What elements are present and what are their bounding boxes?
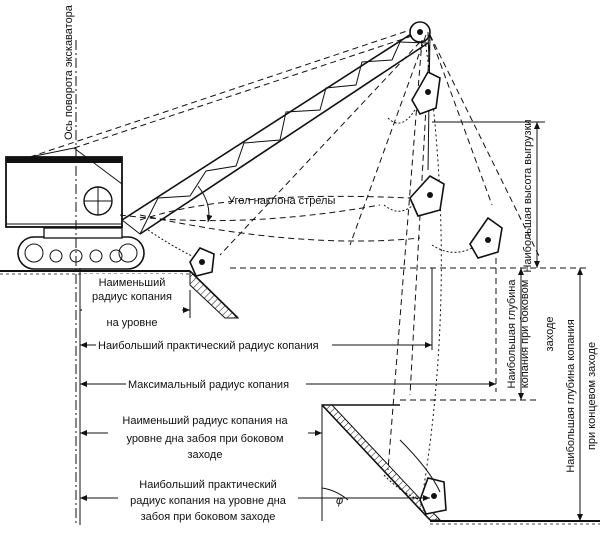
excavator-body [5,147,145,270]
pit-profile [320,404,600,525]
hoist-ropes [29,29,421,242]
max-practical-radius-bottom-label: Наибольший практический радиус копания н… [118,476,298,526]
svg-text:радиус копания на уровне дна: радиус копания на уровне дна [130,495,287,507]
svg-text:радиус копания: радиус копания [92,291,172,303]
max-depth-end-label: Наибольшая глубина копания при концевом … [565,319,598,472]
svg-text:Наименьший радиус копания на: Наименьший радиус копания на [122,415,288,427]
rotation-axis-label: Ось поворота экскаватора [63,4,75,140]
ground-surface [0,267,590,319]
svg-text:Наибольшая глубина: Наибольшая глубина [506,279,518,389]
svg-text:копания при боковом: копания при боковом [519,280,531,389]
slope-angle-label: φ [336,495,343,507]
svg-text:заходе: заходе [544,317,556,352]
max-depth-side-label: Наибольшая глубина копания при боковом з… [506,279,556,389]
svg-text:уровне дна забоя при боковом: уровне дна забоя при боковом [126,433,283,445]
max-unload-height-label: Наибольшая высота выгрузки [522,119,534,272]
svg-text:на уровне: на уровне [107,317,158,329]
svg-text:забоя при боковом заходе: забоя при боковом заходе [141,511,276,523]
bucket-positions [147,70,503,515]
svg-text:Наименьший: Наименьший [99,277,166,289]
svg-text:заходе: заходе [188,449,223,461]
svg-text:Наибольший практический: Наибольший практический [139,479,276,491]
svg-text:Наибольший практический радиус: Наибольший практический радиус копания [98,340,319,352]
svg-text:Наибольшая глубина копания: Наибольшая глубина копания [565,319,577,472]
svg-text:при концевом заходе: при концевом заходе [586,342,598,450]
max-radius-label: Максимальный радиус копания [126,377,306,391]
boom-angle-label: Угол наклона стрелы [228,195,335,207]
min-radius-level-label: Наименьший радиус копания на уровне [82,274,182,329]
max-practical-radius-label: Наибольший практический радиус копания [96,338,332,352]
min-radius-bottom-side-label: Наименьший радиус копания на уровне дна … [108,412,308,462]
vertical-dimensions [400,121,583,521]
svg-text:Максимальный радиус копания: Максимальный радиус копания [128,379,289,391]
